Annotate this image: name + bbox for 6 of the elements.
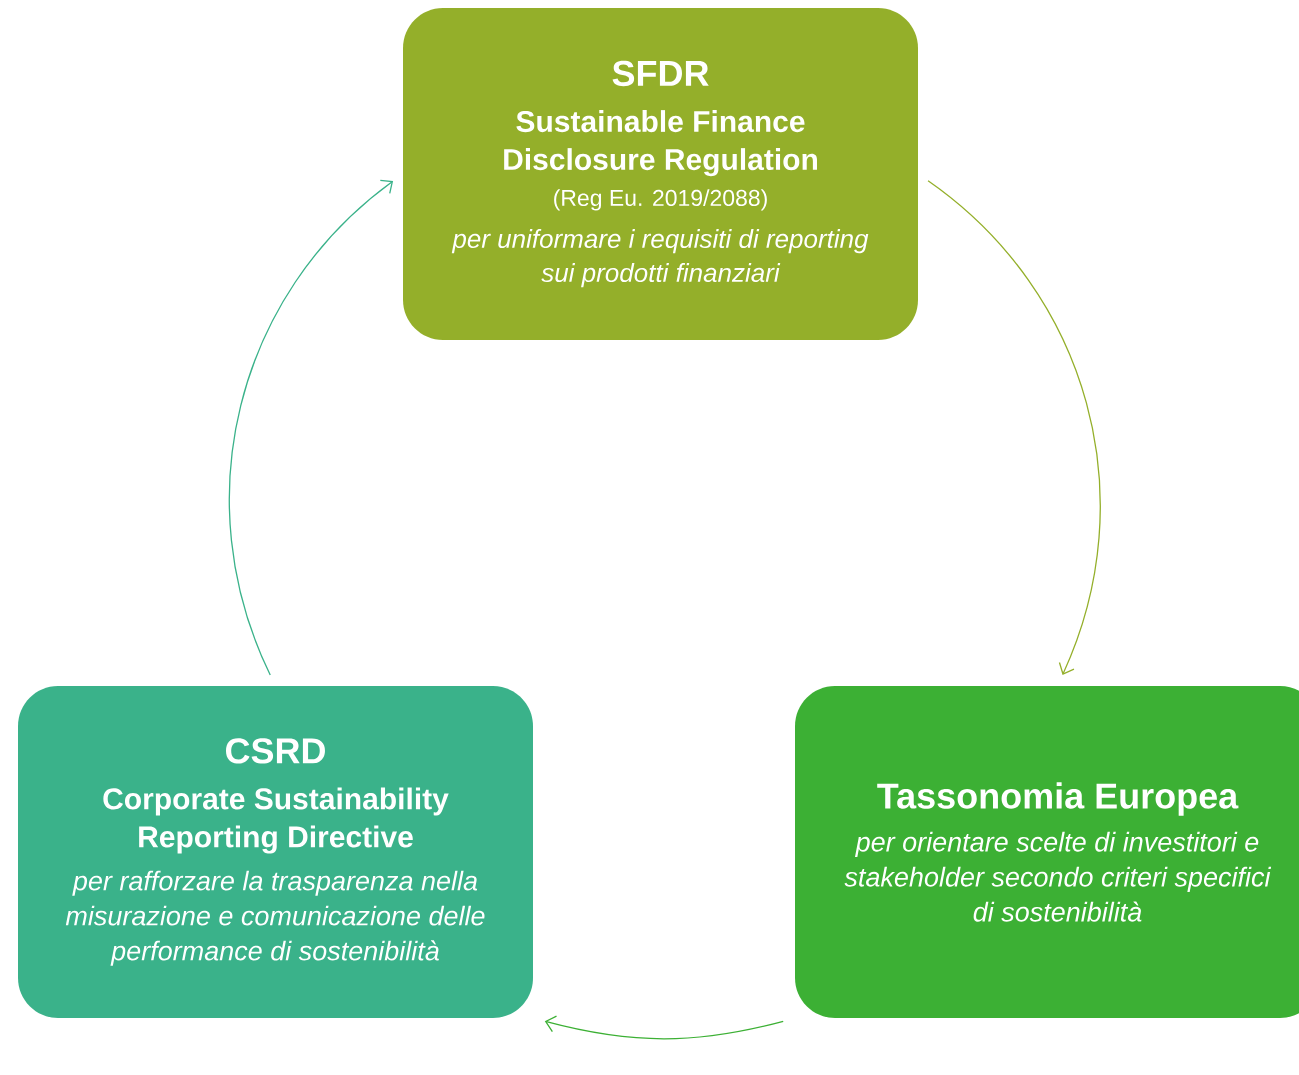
arrow [927, 180, 1101, 675]
arrow [544, 1015, 784, 1040]
rounded-box: CSRD Corporate Sustainability Reporting Directive per rafforzare la trasparenza nella misurazione e comunicazione delle performance di sostenibilità [18, 686, 533, 1018]
arrow [228, 179, 394, 676]
rounded-box: SFDR Sustainable Finance Disclosure Regulation (Reg Eu. 2019/2088) per uniformare i requisiti di reporting sui prodotti finanziari [403, 8, 918, 340]
rounded-box: Tassonomia Europea per orientare scelte di investitori e stakeholder secondo criteri specifici di sostenibilità [795, 686, 1299, 1018]
